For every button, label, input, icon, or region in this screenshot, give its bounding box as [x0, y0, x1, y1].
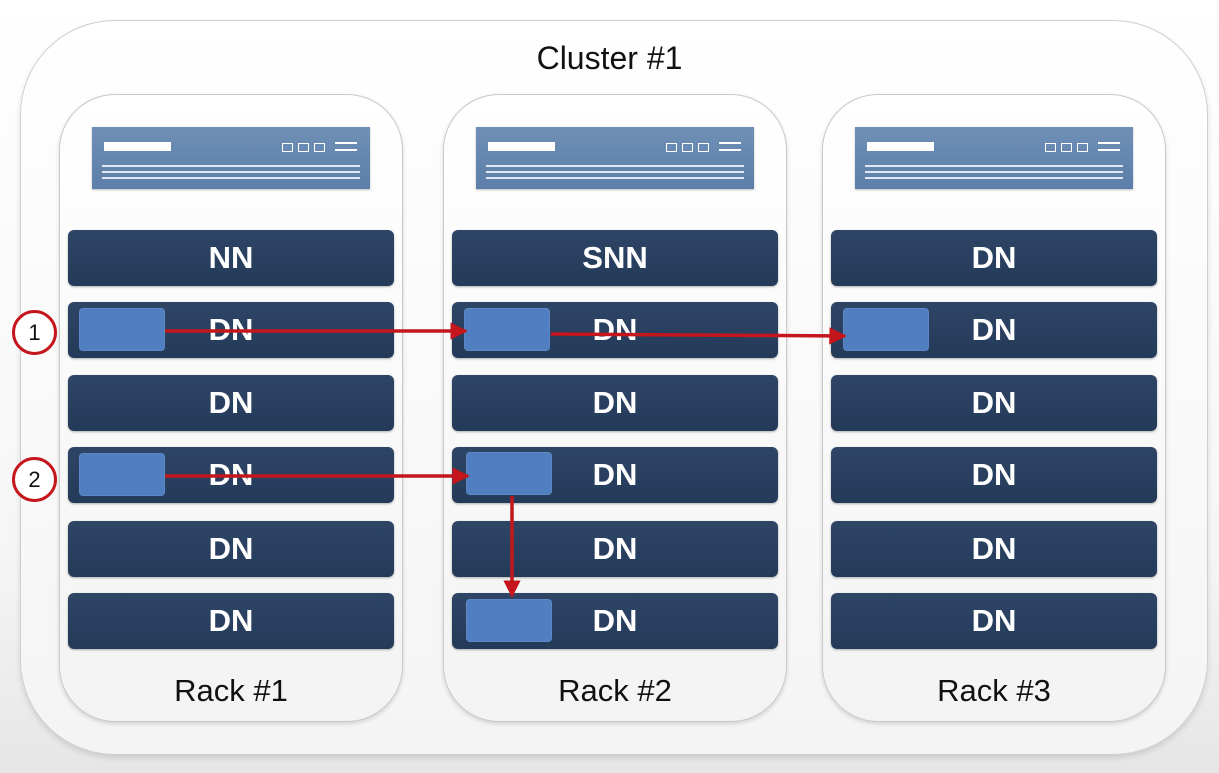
rack-3-node-4: DN [831, 447, 1157, 503]
rack-1-node-1: NN [68, 230, 394, 286]
rack-2-node-1: SNN [452, 230, 778, 286]
rack-label: Rack #1 [174, 673, 288, 708]
rack-2-node-3: DN [452, 375, 778, 431]
rack-3-node-3: DN [831, 375, 1157, 431]
step-marker-1: 1 [12, 310, 57, 355]
cluster-title: Cluster #1 [536, 40, 683, 76]
rack-1-node-3: DN [68, 375, 394, 431]
rack-1-server-icon [92, 127, 370, 189]
rack-3-server-icon [855, 127, 1133, 189]
data-block-rack-2-replica-2 [466, 452, 552, 495]
data-block-rack-2-replica-1 [464, 308, 550, 351]
rack-label: Rack #3 [937, 673, 1051, 708]
step-marker-2: 2 [12, 457, 57, 502]
data-block-rack-1-replica-2 [79, 453, 165, 496]
data-block-rack-2-node-6-replica-2 [466, 599, 552, 642]
rack-2-server-icon [476, 127, 754, 189]
rack-1-node-6: DN [68, 593, 394, 649]
rack-2-node-5: DN [452, 521, 778, 577]
rack-3-node-6: DN [831, 593, 1157, 649]
data-block-rack-1-replica-1 [79, 308, 165, 351]
data-block-rack-3-replica-1 [843, 308, 929, 351]
rack-1-node-5: DN [68, 521, 394, 577]
rack-label: Rack #2 [558, 673, 672, 708]
rack-3-node-5: DN [831, 521, 1157, 577]
rack-3-node-1: DN [831, 230, 1157, 286]
